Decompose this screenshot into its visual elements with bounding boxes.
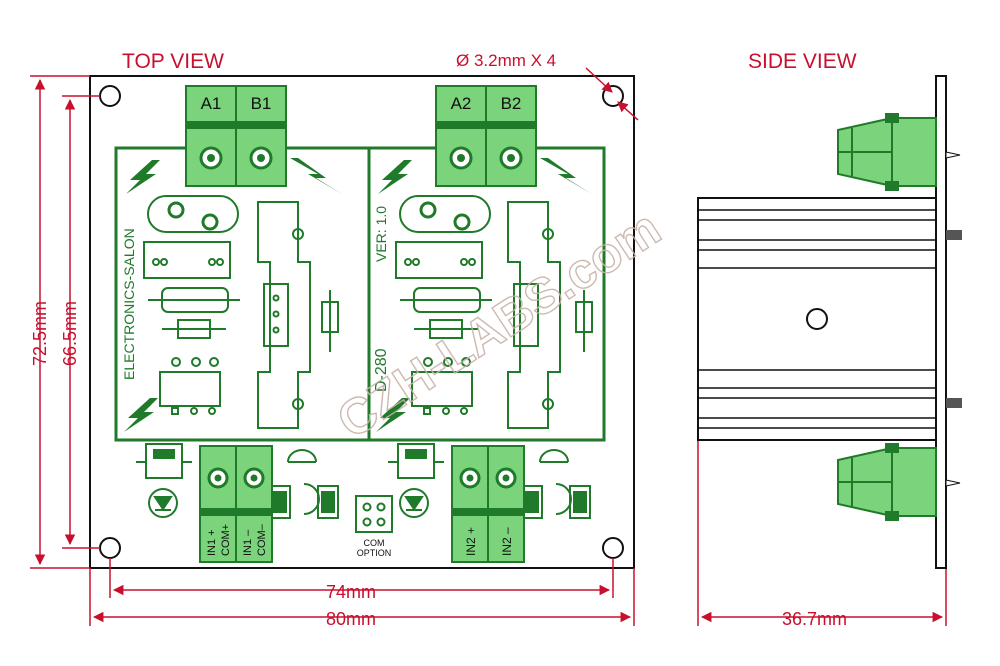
terminal-label-in1-plus: IN1 + (206, 529, 218, 556)
terminal-block-in2 (451, 445, 525, 563)
dim-height-inner: 66.5mm (60, 301, 80, 366)
lightning-icon (124, 158, 592, 432)
dim-width-outer: 80mm (326, 609, 376, 629)
model-label: D-280 (373, 348, 390, 392)
top-view-title: TOP VIEW (122, 50, 224, 73)
terminal-label-b2: B2 (501, 94, 522, 113)
terminal-label-in2-plus: IN2 + (464, 527, 478, 556)
dim-height-outer: 72.5mm (30, 301, 50, 366)
dim-side-width: 36.7mm (782, 609, 847, 629)
channel-2-components (395, 195, 593, 429)
mounting-hole (602, 537, 624, 559)
terminal-label-a1: A1 (201, 94, 222, 113)
terminal-label-in1-minus: IN1 – (242, 529, 254, 556)
top-view: A1 B1 A2 B2 (89, 75, 635, 569)
terminal-block-a2-b2: A2 B2 (435, 85, 537, 187)
terminal-label-com-plus: COM+ (220, 524, 232, 556)
terminal-label-com-minus: COM– (256, 523, 268, 556)
terminal-label-a2: A2 (451, 94, 472, 113)
hole-spec-label: Ø 3.2mm X 4 (456, 51, 556, 70)
terminal-block-a1-b1: A1 B1 (185, 85, 287, 187)
dim-width-inner: 74mm (326, 582, 376, 602)
com-label: COM (364, 538, 385, 548)
terminal-side-profile-bottom (837, 443, 937, 521)
mounting-hole (99, 537, 121, 559)
side-view-title: SIDE VIEW (748, 50, 857, 73)
dimension-lines (30, 67, 947, 626)
terminal-label-b1: B1 (251, 94, 272, 113)
brand-label: ELECTRONICS-SALON (121, 228, 137, 380)
pcb-edge (935, 75, 947, 569)
terminal-block-in1 (199, 445, 273, 563)
option-label: OPTION (357, 548, 392, 558)
heatsink-hole (806, 308, 828, 330)
side-view (697, 75, 962, 569)
channel-1-components (143, 195, 339, 429)
bottom-components (136, 443, 591, 533)
mounting-hole (99, 85, 121, 107)
version-label: VER: 1.0 (373, 206, 389, 262)
terminal-label-in2-minus: IN2 – (500, 527, 514, 556)
terminal-side-profile-top (837, 113, 937, 191)
